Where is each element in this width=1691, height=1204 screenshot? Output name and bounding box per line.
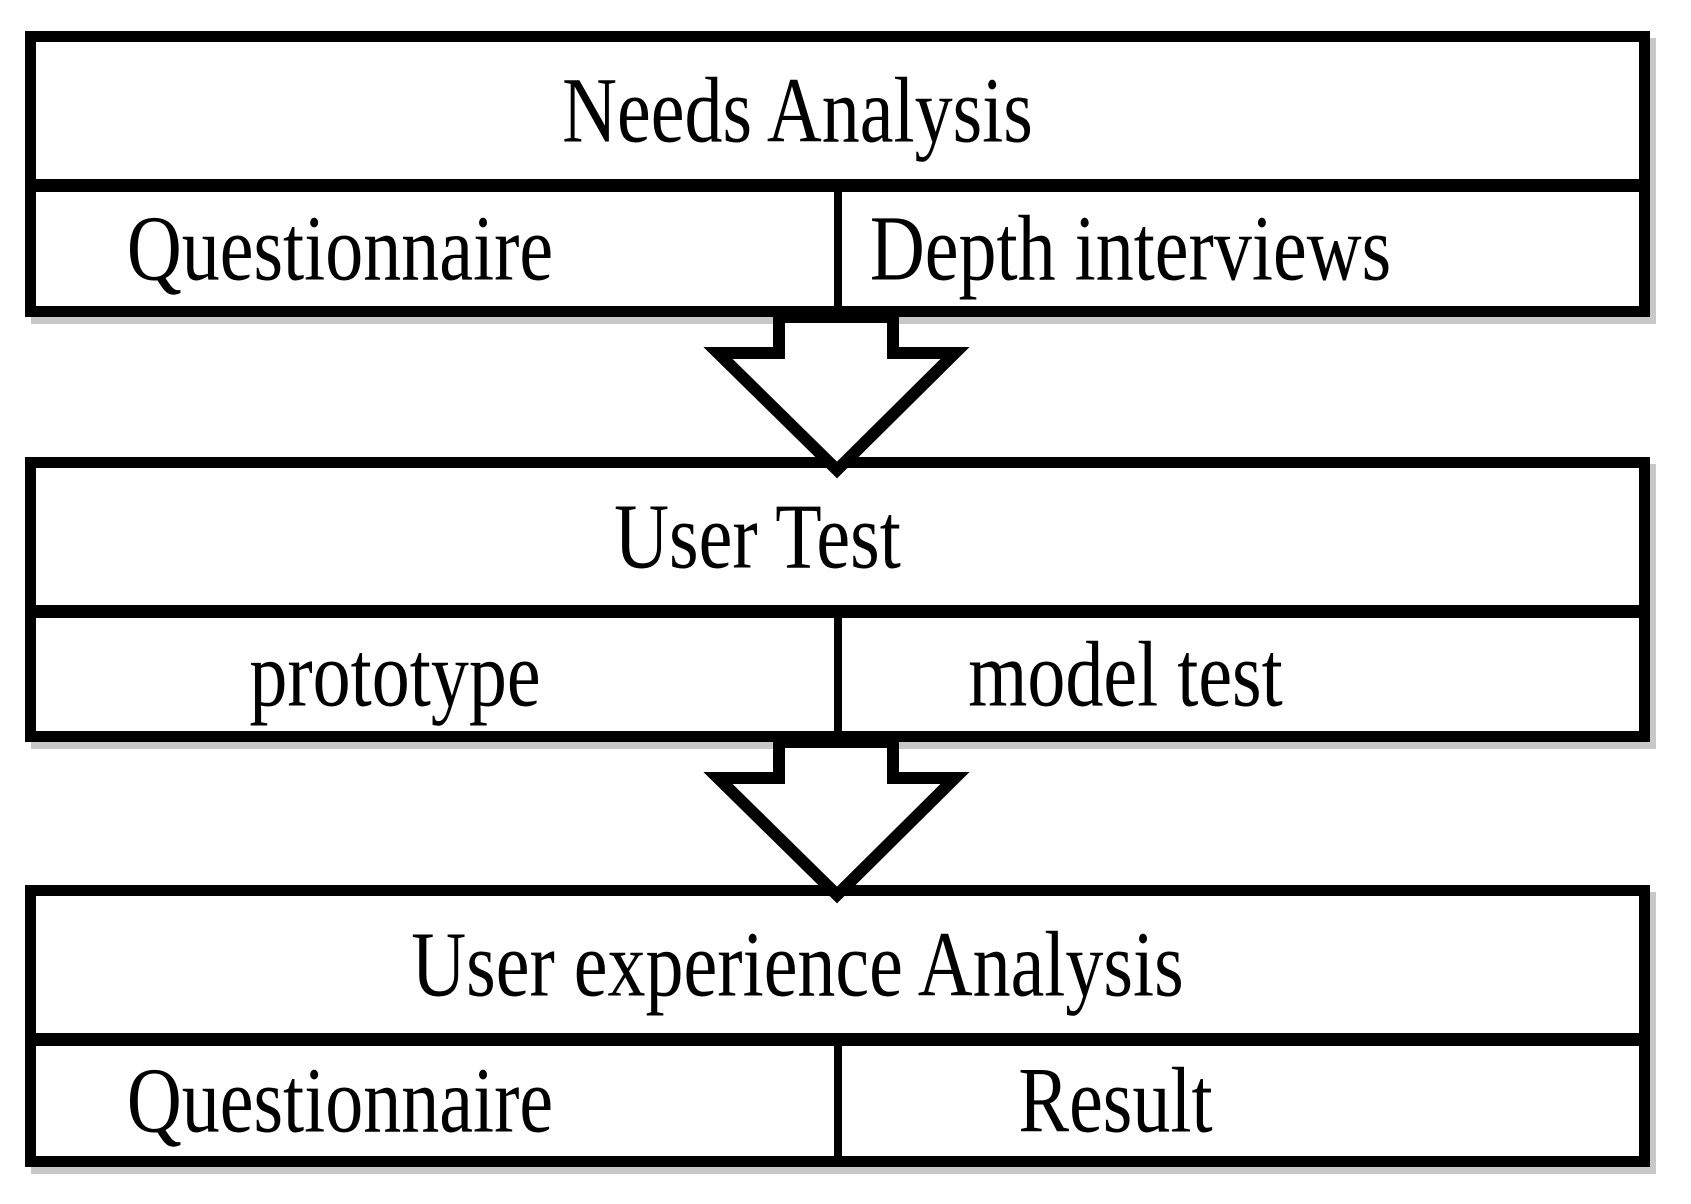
method-label: Result [1018,1049,1213,1153]
stage-user-test: User Test prototype model test [25,457,1650,742]
stage-needs-analysis: Needs Analysis Questionnaire Depth inter… [25,31,1650,317]
stage-user-test-header: User Test [36,468,1639,618]
stage-user-experience-analysis: User experience Analysis Questionnaire R… [25,885,1650,1167]
method-cell-questionnaire: Questionnaire [36,192,842,306]
method-cell-questionnaire: Questionnaire [36,1046,842,1156]
method-cell-model-test: model test [842,618,1639,731]
method-cell-depth-interviews: Depth interviews [842,192,1639,306]
down-arrow-icon [703,736,970,904]
method-label: Questionnaire [126,197,554,301]
stage-needs-analysis-header: Needs Analysis [36,42,1639,192]
method-label: Depth interviews [869,197,1392,301]
method-cell-result: Result [842,1046,1639,1156]
method-label: Questionnaire [126,1049,554,1153]
down-arrow-icon [703,311,970,479]
method-label: model test [968,623,1283,726]
stage-needs-analysis-methods: Questionnaire Depth interviews [36,192,1639,306]
stage-title: User Test [614,485,901,588]
method-cell-prototype: prototype [36,618,842,731]
stage-title: Needs Analysis [562,59,1033,162]
stage-user-experience-analysis-header: User experience Analysis [36,896,1639,1046]
stage-user-test-methods: prototype model test [36,618,1639,731]
stage-title: User experience Analysis [411,913,1184,1016]
method-label: prototype [249,623,541,726]
stage-user-experience-analysis-methods: Questionnaire Result [36,1046,1639,1156]
